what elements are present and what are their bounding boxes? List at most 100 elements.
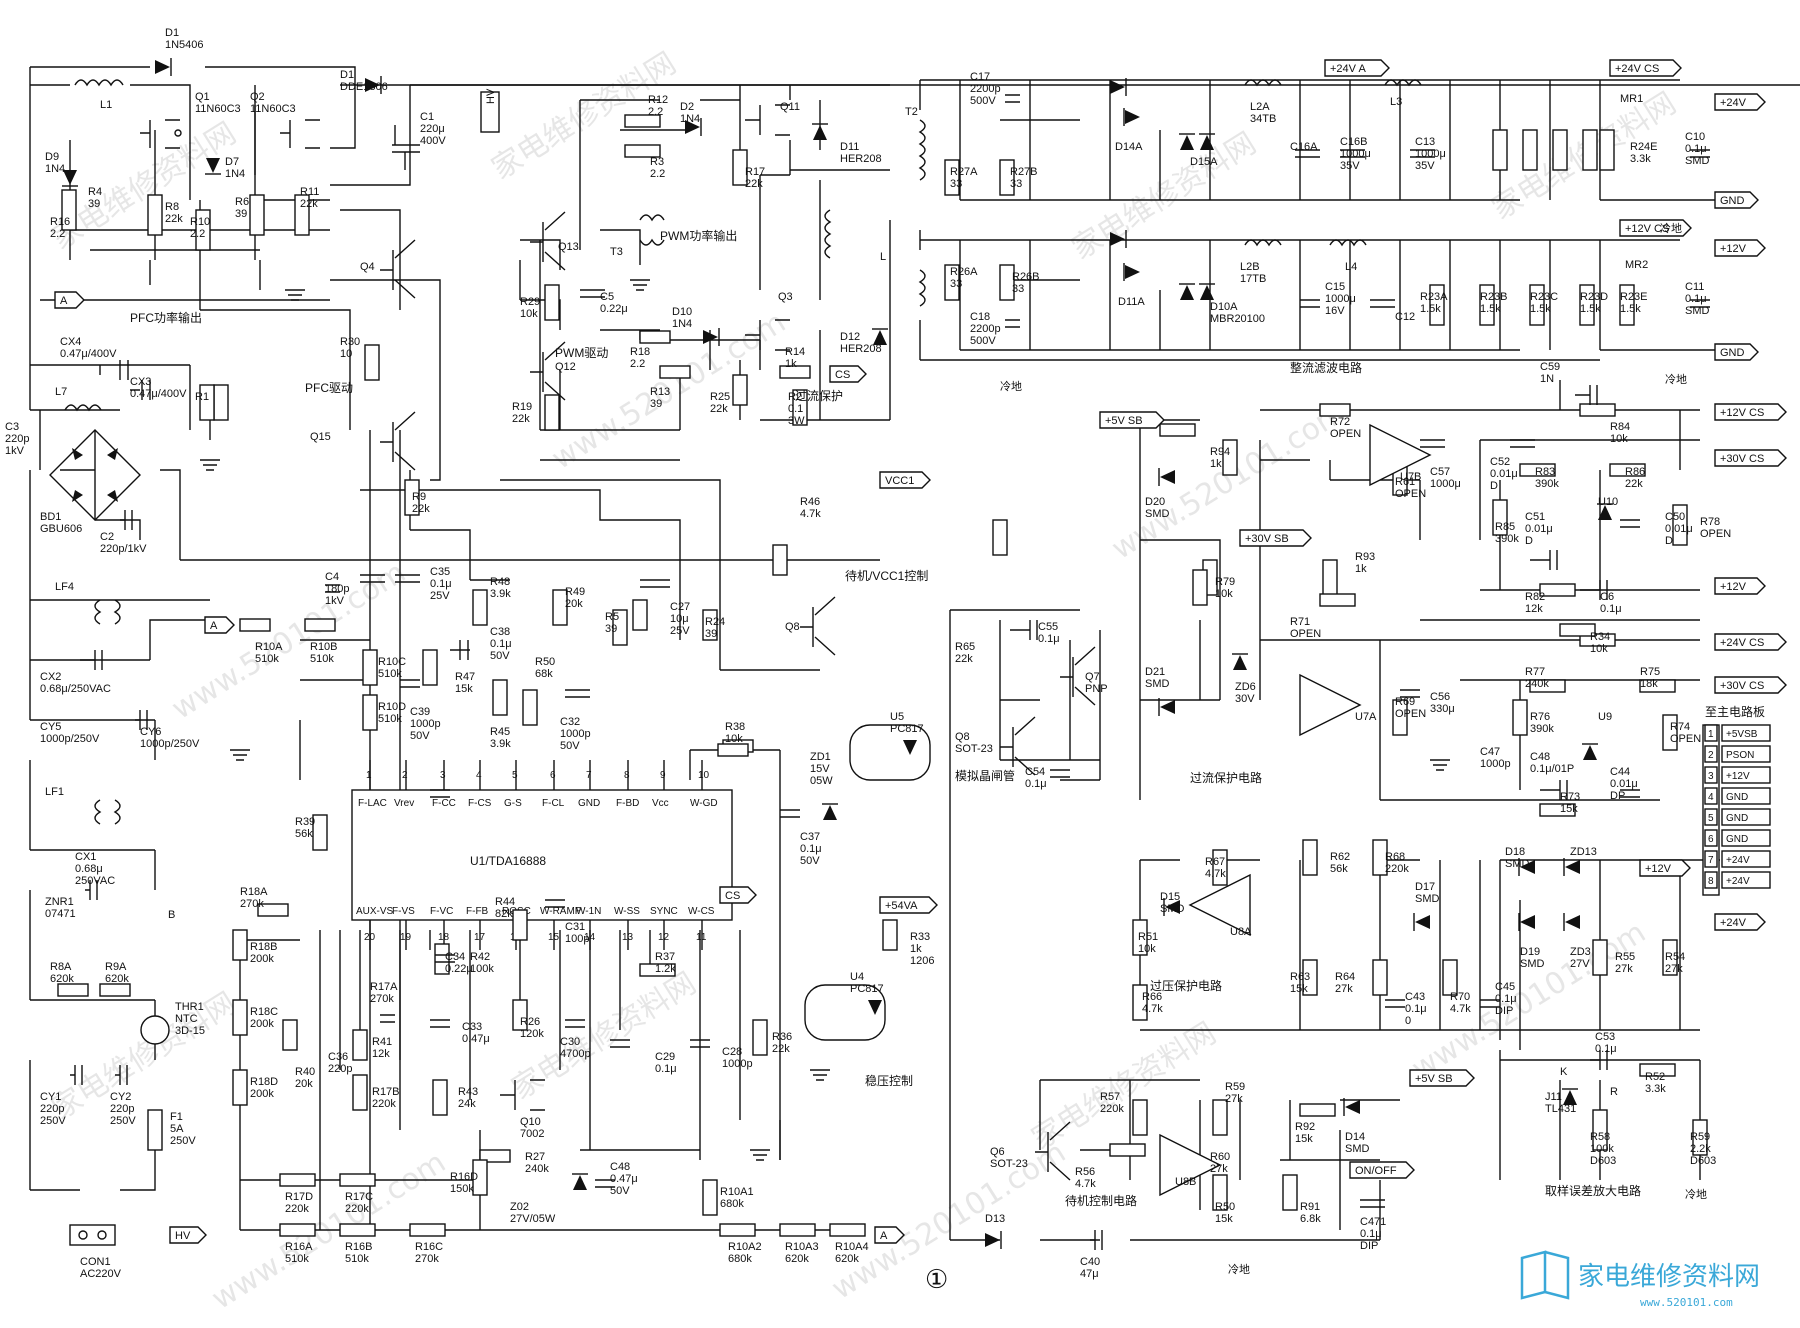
resistor [702,609,718,641]
component-label: R1 [195,391,209,403]
component-label: 220μ [420,123,445,135]
net-label-text: +54VA [885,900,918,912]
resistor [544,394,560,431]
component-label: 1000μ [1325,293,1356,305]
resistor [279,1223,316,1237]
net-label-text: A [880,1230,888,1242]
component-label: 2.2 [648,106,663,118]
net-label-12v-top: +12V [1714,239,1766,257]
component-label: R17 [745,166,765,178]
resistor [304,618,336,632]
component-label: C33 [462,1021,482,1033]
component-label: Q15 [310,431,331,443]
component-label: 1000μ [1415,148,1446,160]
component-label: D10A [1210,301,1238,313]
component-label: 1N [1540,373,1554,385]
connector-pin-name: GND [1726,834,1748,845]
component-label: 2200p [970,83,1001,95]
net-label-24v-2: +24V [1714,913,1766,931]
component-label: 270k [240,898,264,910]
resistor [232,929,248,961]
component-label: R64 [1335,971,1355,983]
net-label-a-ic: A [204,616,235,634]
component-label: 0.1μ [655,1063,677,1075]
component-label: MR2 [1625,259,1648,271]
watermark-url: www.520101.com [826,1135,1072,1307]
component-label: 0.47μ/400V [130,388,187,400]
component-label: C3 [5,421,19,433]
net-label-12vcs-2: +12V CS [1714,403,1787,421]
component-label: R68 [1385,851,1405,863]
component-label: C28 [722,1046,742,1058]
connector-pin-number: 3 [1708,771,1714,782]
component-label: D14 [1345,1131,1365,1143]
label-U9: U9 [1598,711,1612,723]
net-label-30vsb: +30V SB [1239,529,1312,547]
components [49,58,1720,1250]
resistor [624,114,661,128]
component-label: C29 [655,1051,675,1063]
resistor [1582,129,1598,171]
component-label: C36 [328,1051,348,1063]
component-label: R78 [1700,516,1720,528]
component-label: 0.1μ [490,638,512,650]
component-label: 100p [565,933,589,945]
resistor [213,384,229,421]
ic-pin-name: F-CS [468,798,492,809]
resistor [624,144,661,158]
component-label: R9 [412,491,426,503]
net-label-cs-ic: CS [719,886,757,904]
component-label: C15 [1325,281,1345,293]
component-label: 1k [1355,563,1367,575]
net-label-hv-bottom: HV [169,1226,207,1244]
component-label: 330μ [1430,703,1455,715]
resistor [1302,959,1318,996]
resistor [362,649,378,686]
label-Q4: Q4 [360,261,375,273]
component-label: C5 [600,291,614,303]
component-label: 22k [955,653,973,665]
component-label: 250V [170,1135,196,1147]
component-label: R16 [50,216,70,228]
resistor [1692,1119,1708,1156]
label-L4: L4 [1345,261,1357,273]
component-label: OPEN [1290,628,1321,640]
component-label: 11N60C3 [195,103,241,115]
net-label-text: +24V CS [1615,63,1659,75]
resistor [99,983,131,997]
component-label: 47μ [1080,1268,1099,1280]
component-label: R50 [535,656,555,668]
component-label: Q3 [778,291,793,303]
component-label: C471 [1360,1216,1386,1228]
net-label-text: CS [725,890,740,902]
label-L3: L3 [1390,96,1402,108]
section-titles: PFC功率输出PFC驱动PWM功率输出PWM驱动过流保护整流滤波电路待机/VCC… [130,228,1765,1208]
resistor [512,909,528,941]
resistor [434,943,450,975]
component-label: PC817 [850,983,884,995]
section-title-error-amp: 取样误差放大电路 [1545,1183,1641,1198]
component-label: C38 [490,626,510,638]
resistor [632,599,648,631]
resistor [752,1019,768,1056]
ic-pin-name: SYNC [650,906,678,917]
component-label: 220p [5,433,29,445]
ic-pin-number: 4 [476,770,482,781]
component-label: 220p/1kV [100,543,147,555]
